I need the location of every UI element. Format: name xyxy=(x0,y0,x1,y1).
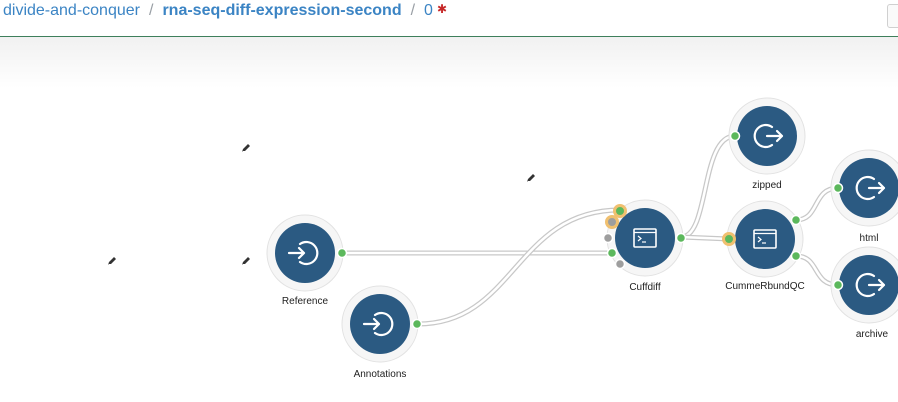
breadcrumb-separator: / xyxy=(148,2,154,19)
output-arrow-icon xyxy=(855,175,886,201)
node-label: Cuffdiff xyxy=(629,282,661,293)
input-arrow-icon xyxy=(287,240,319,266)
node-reference[interactable]: Reference xyxy=(266,214,348,307)
link-annotations-cuffdiff[interactable] xyxy=(417,207,621,327)
unsaved-changes-icon: ✱ xyxy=(436,2,448,16)
output-arrow-icon xyxy=(855,272,886,298)
breadcrumb-separator: / xyxy=(410,2,416,19)
node-label: CummeRbundQC xyxy=(725,281,804,292)
link-cuffdiff-zipped[interactable] xyxy=(680,134,736,239)
input-port-required[interactable] xyxy=(722,232,736,246)
link-annotations-cuffdiff[interactable] xyxy=(417,208,621,326)
input-port[interactable] xyxy=(614,258,626,270)
output-port[interactable] xyxy=(790,214,802,226)
input-port[interactable] xyxy=(832,182,844,194)
link-cuffdiff-cummerbund[interactable] xyxy=(680,235,730,241)
output-port[interactable] xyxy=(675,232,687,244)
node-archive[interactable]: archive xyxy=(830,246,898,340)
node-annotations[interactable]: Annotations xyxy=(341,285,423,380)
node-cuffdiff[interactable]: Cuffdiff xyxy=(602,199,687,293)
output-port[interactable] xyxy=(790,250,802,262)
pencil-icon[interactable] xyxy=(242,257,250,265)
output-arrow-icon xyxy=(753,123,784,149)
terminal-window-icon xyxy=(753,229,777,249)
pencil-icon[interactable] xyxy=(527,174,535,182)
input-port[interactable] xyxy=(602,232,614,244)
input-port[interactable] xyxy=(606,247,618,259)
output-port[interactable] xyxy=(411,318,423,330)
breadcrumb-project-link[interactable]: divide-and-conquer xyxy=(3,2,140,19)
input-port-required[interactable] xyxy=(613,204,627,218)
breadcrumb: divide-and-conquer / rna-seq-diff-expressi… xyxy=(3,1,447,21)
breadcrumb-revision[interactable]: 0 xyxy=(424,2,433,19)
node-label: zipped xyxy=(752,180,781,191)
link-cuffdiff-zipped[interactable] xyxy=(680,133,736,240)
node-label: html xyxy=(860,233,879,244)
input-port-required[interactable] xyxy=(605,215,619,229)
node-html[interactable]: html xyxy=(830,149,898,244)
input-port[interactable] xyxy=(832,279,844,291)
input-port[interactable] xyxy=(729,130,741,142)
input-arrow-icon xyxy=(362,311,394,337)
breadcrumb-workflow-link[interactable]: rna-seq-diff-expression-second xyxy=(162,2,402,19)
pencil-icon[interactable] xyxy=(242,144,250,152)
terminal-window-icon xyxy=(633,228,657,248)
node-label: archive xyxy=(856,329,889,340)
node-label: Annotations xyxy=(354,369,407,380)
node-label: Reference xyxy=(282,296,329,307)
connections xyxy=(342,133,839,327)
node-zipped[interactable]: zipped xyxy=(728,97,806,191)
workflow-header: divide-and-conquer / rna-seq-diff-expressi… xyxy=(0,0,898,37)
pencil-icon[interactable] xyxy=(108,257,116,265)
toolbar-button-partial[interactable] xyxy=(887,4,898,28)
output-port[interactable] xyxy=(336,247,348,259)
node-cummerbundqc[interactable]: CummeRbundQC xyxy=(722,200,805,292)
